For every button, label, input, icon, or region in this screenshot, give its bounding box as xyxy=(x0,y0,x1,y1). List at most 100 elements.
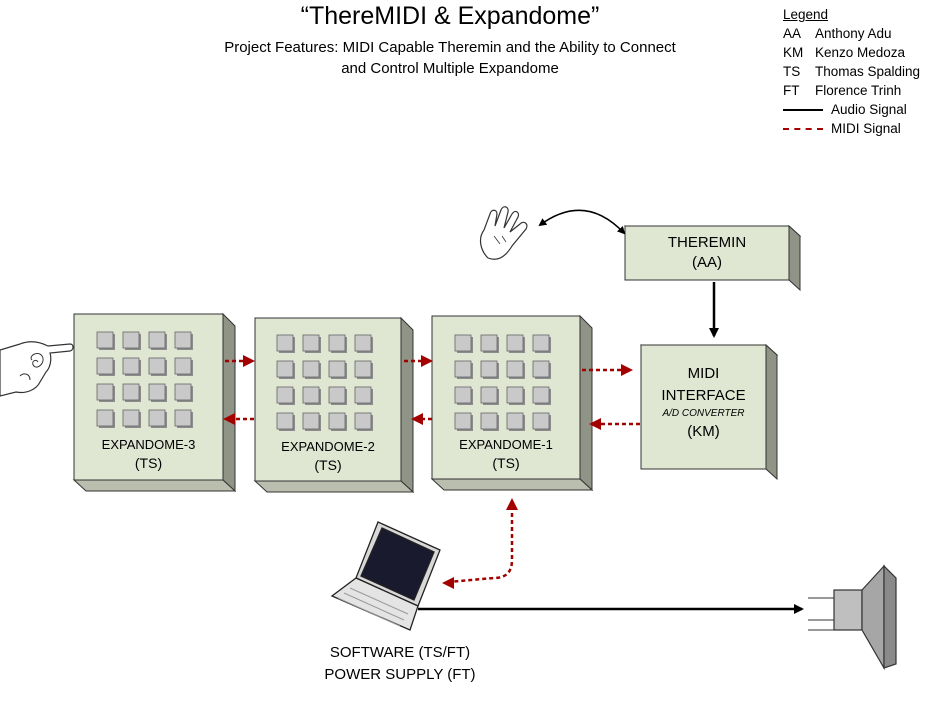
pad-button xyxy=(148,409,166,427)
legend-midi: MIDI Signal xyxy=(783,119,920,138)
legend-abbr: KM xyxy=(783,45,804,60)
pad-button xyxy=(506,334,524,352)
pad-button xyxy=(506,360,524,378)
midi-line-sample xyxy=(783,127,823,130)
pad-button xyxy=(328,334,346,352)
pad-button xyxy=(454,386,472,404)
pad-button xyxy=(122,357,140,375)
pad-button xyxy=(174,331,192,349)
pad-button xyxy=(148,331,166,349)
pad-button xyxy=(454,334,472,352)
theremin-label: THEREMIN (AA) xyxy=(625,233,789,272)
expandome-3-label: EXPANDOME-3 (TS) xyxy=(74,435,223,473)
pad-button xyxy=(354,334,372,352)
audio-line-sample xyxy=(783,108,823,111)
pad-button xyxy=(174,409,192,427)
pointing-hand-icon xyxy=(0,341,74,397)
pad-button xyxy=(480,334,498,352)
title-block: “ThereMIDI & Expandome” Project Features… xyxy=(170,2,730,79)
pad-button xyxy=(328,412,346,430)
pad-button xyxy=(148,383,166,401)
legend-item: FT Florence Trinh xyxy=(783,81,920,100)
midi-interface-label: MIDI INTERFACE A/D CONVERTER (KM) xyxy=(641,363,766,443)
pad-button xyxy=(96,331,114,349)
theremin-box xyxy=(623,224,802,292)
expandome-2-label: EXPANDOME-2 (TS) xyxy=(255,437,401,475)
pad-button xyxy=(276,412,294,430)
theremin-name: THEREMIN xyxy=(667,234,747,251)
pad-button xyxy=(532,412,550,430)
expandome-3-name: EXPANDOME-3 xyxy=(101,437,196,452)
pad-button xyxy=(96,383,114,401)
pad-button xyxy=(302,386,320,404)
legend-abbr: AA xyxy=(783,26,802,41)
pad-button xyxy=(148,357,166,375)
pad-button xyxy=(354,412,372,430)
pad-button xyxy=(174,383,192,401)
theremin-owner: (AA) xyxy=(692,253,722,271)
pad-button xyxy=(276,386,294,404)
expandome-3-owner: (TS) xyxy=(134,455,163,471)
midi-interface-line1: MIDI xyxy=(687,365,720,382)
expandome-2-box xyxy=(253,316,415,494)
pad-button xyxy=(276,360,294,378)
speaker-icon xyxy=(808,564,897,671)
diagram-title: “ThereMIDI & Expandome” xyxy=(300,2,600,30)
pad-button xyxy=(354,360,372,378)
legend-abbr: TS xyxy=(783,64,801,79)
open-hand-icon xyxy=(479,206,528,260)
pad-button xyxy=(354,386,372,404)
pad-button xyxy=(96,409,114,427)
legend-item: AA Anthony Adu xyxy=(783,24,920,43)
pad-button xyxy=(302,334,320,352)
legend-abbr: FT xyxy=(783,83,800,98)
legend-name: Florence Trinh xyxy=(815,83,902,98)
expandome-2-owner: (TS) xyxy=(314,457,342,473)
midi-interface-line2: INTERFACE xyxy=(661,387,746,404)
pad-button xyxy=(480,360,498,378)
legend-audio: Audio Signal xyxy=(783,100,920,119)
pad-button xyxy=(480,412,498,430)
pad-button xyxy=(302,412,320,430)
legend: Legend AA Anthony Adu KM Kenzo Medoza TS… xyxy=(783,5,920,138)
pad-button xyxy=(276,334,294,352)
midi-arrowhead-left xyxy=(442,577,454,589)
legend-name: Thomas Spalding xyxy=(815,64,921,79)
subtitle-line-2: and Control Multiple Expandome xyxy=(341,60,559,77)
pad-button xyxy=(122,409,140,427)
pad-button xyxy=(454,412,472,430)
pad-button xyxy=(174,357,192,375)
power-supply-label: POWER SUPPLY (FT) xyxy=(324,666,476,683)
legend-heading: Legend xyxy=(783,7,829,22)
subtitle-line-1: Project Features: MIDI Capable Theremin … xyxy=(224,39,676,56)
midi-label: MIDI Signal xyxy=(831,121,901,136)
expandome-1-name: EXPANDOME-1 xyxy=(459,437,553,452)
pad-button xyxy=(532,386,550,404)
audio-label: Audio Signal xyxy=(831,102,907,117)
expandome-1-label: EXPANDOME-1 (TS) xyxy=(432,435,580,473)
pad-button xyxy=(506,386,524,404)
pad-button xyxy=(532,334,550,352)
midi-link-laptop-exp1 xyxy=(447,506,514,584)
legend-name: Kenzo Medoza xyxy=(815,45,906,60)
laptop-caption: SOFTWARE (TS/FT) POWER SUPPLY (FT) xyxy=(300,642,500,686)
pad-button xyxy=(532,360,550,378)
software-label: SOFTWARE (TS/FT) xyxy=(329,644,471,661)
pad-button xyxy=(122,383,140,401)
expandome-1-owner: (TS) xyxy=(492,455,520,471)
pad-button xyxy=(328,386,346,404)
laptop-icon xyxy=(330,521,441,631)
midi-interface-sub: A/D CONVERTER xyxy=(662,408,745,419)
midi-arrowhead-up xyxy=(506,498,518,510)
midi-interface-owner: (KM) xyxy=(687,423,720,440)
pad-button xyxy=(454,360,472,378)
pad-button xyxy=(506,412,524,430)
expandome-2-name: EXPANDOME-2 xyxy=(281,439,375,454)
pad-button xyxy=(328,360,346,378)
diagram-subtitle: Project Features: MIDI Capable Theremin … xyxy=(170,37,730,79)
pad-button xyxy=(96,357,114,375)
hand-to-theremin-arrow xyxy=(538,209,626,235)
pad-button xyxy=(480,386,498,404)
pad-button xyxy=(302,360,320,378)
